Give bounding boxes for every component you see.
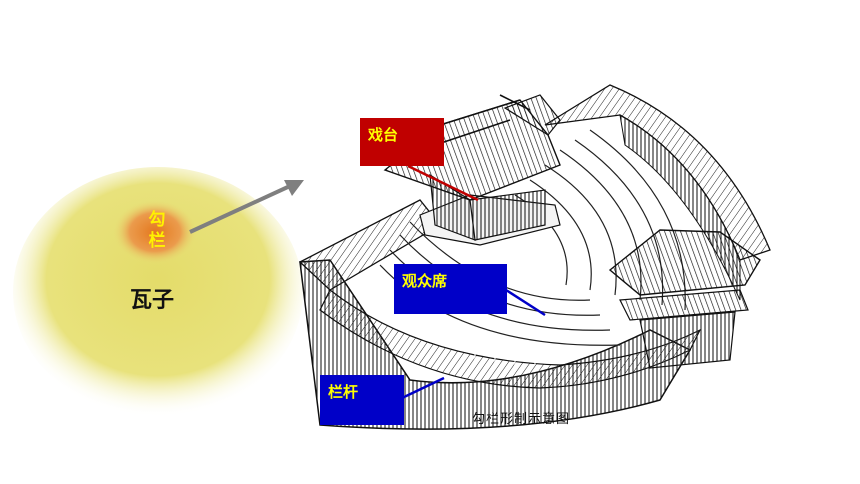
railing-pointer-line xyxy=(401,376,445,400)
figure-caption: 勾栏形制示意图 xyxy=(472,412,571,427)
pavilion-body xyxy=(639,311,736,369)
stage-pointer-line xyxy=(407,164,479,202)
pointer-arrow xyxy=(189,180,304,234)
pavilion-lower-roof xyxy=(619,289,749,321)
goulan-spot xyxy=(113,200,197,264)
pavilion-roof xyxy=(608,229,761,296)
audience-callout: 观众席 xyxy=(394,264,507,314)
wazi-label: 瓦子 xyxy=(130,288,175,313)
wazi-circle xyxy=(13,167,303,417)
railing-callout: 栏杆 xyxy=(320,375,404,425)
goulan-label: 勾 栏 xyxy=(146,210,168,252)
stage-back-roof xyxy=(503,94,561,136)
audience-pointer-line xyxy=(505,288,546,317)
stage-callout: 戏台 xyxy=(360,118,444,166)
goulan-label-line1: 勾 xyxy=(148,210,166,230)
front-railing xyxy=(474,345,536,365)
goulan-label-line2: 栏 xyxy=(148,231,166,251)
